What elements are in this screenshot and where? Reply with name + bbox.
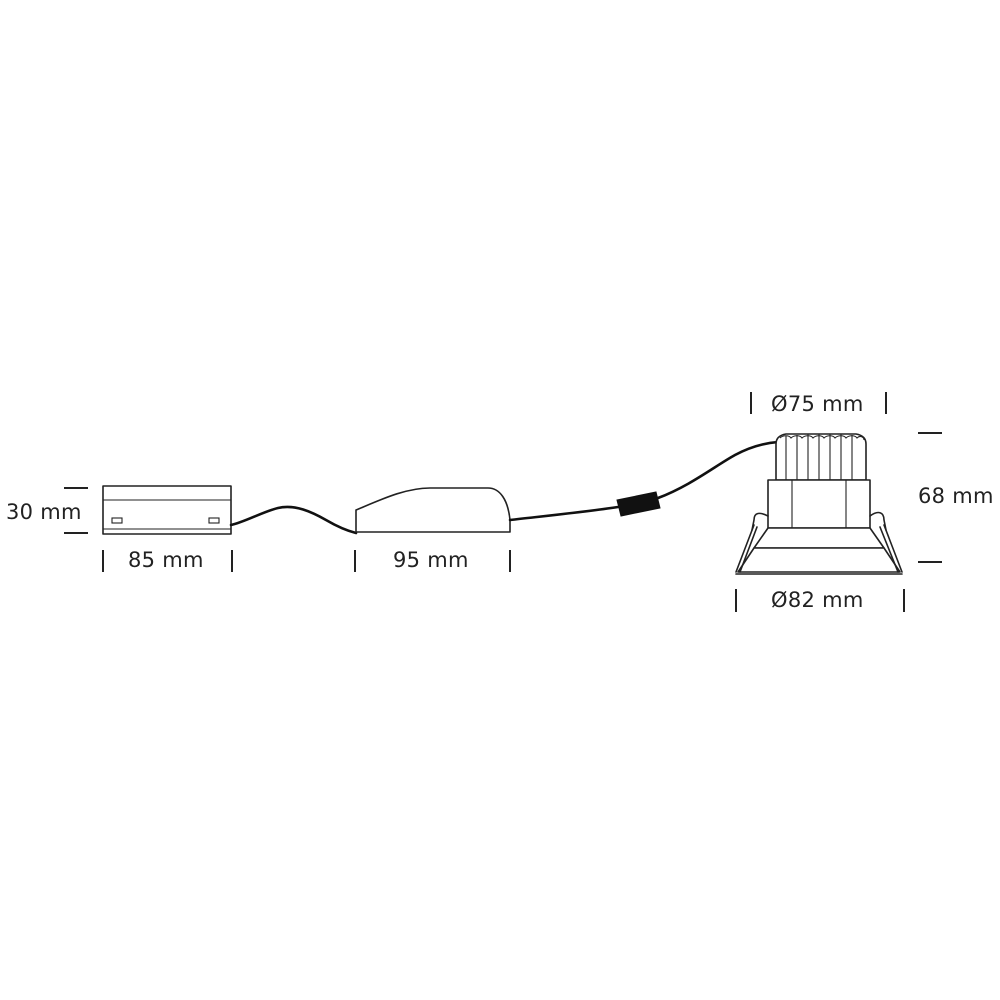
fixture-height-dimension: 68 mm — [918, 432, 994, 563]
spring-clip-right — [869, 511, 903, 573]
junction-box-width-label: 85 mm — [128, 548, 204, 572]
cable-box-to-driver — [229, 505, 358, 535]
heatsink-diameter-dimension: Ø75 mm — [750, 392, 887, 416]
spring-clip-left — [735, 512, 769, 573]
cutout-diameter-label: Ø82 mm — [771, 588, 864, 612]
driver-width-dimension: 95 mm — [354, 548, 511, 572]
cable-driver-to-connector — [508, 505, 620, 522]
fixture-height-label: 68 mm — [918, 484, 994, 508]
cable-connector-to-lamp — [656, 440, 780, 500]
heatsink-fins — [779, 434, 865, 480]
junction-box-width-dimension: 85 mm — [102, 548, 233, 572]
junction-box-height-label: 30 mm — [6, 500, 82, 524]
driver-width-label: 95 mm — [393, 548, 469, 572]
inline-connector — [616, 491, 661, 517]
junction-box — [102, 485, 232, 535]
junction-box-slot-left — [111, 517, 123, 524]
downlight-fixture — [735, 433, 903, 575]
heatsink-diameter-label: Ø75 mm — [771, 392, 864, 416]
junction-box-height-dimension: 30 mm — [6, 487, 88, 534]
cutout-diameter-dimension: Ø82 mm — [735, 588, 905, 612]
junction-box-slot-right — [208, 517, 220, 524]
driver-unit — [355, 487, 511, 533]
